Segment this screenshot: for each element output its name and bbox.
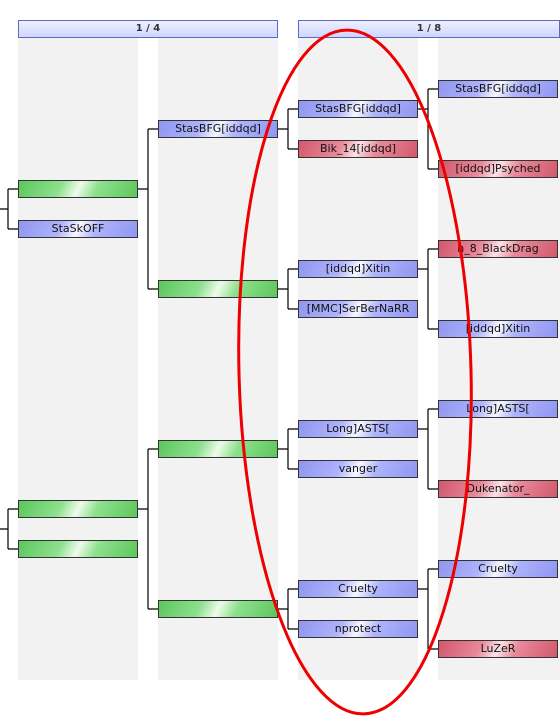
player-slot-sixteenth-7[interactable]: Cruelty (438, 560, 558, 578)
highlight-ellipse (237, 28, 473, 716)
player-slot-sixteenth-3[interactable]: h_8_BlackDrag (438, 240, 558, 258)
player-slot-eighth-3[interactable]: [iddqd]Xitin (298, 260, 418, 278)
connector-left-to-quarter-2 (138, 448, 158, 610)
player-slot-eighth-7[interactable]: Cruelty (298, 580, 418, 598)
connector-quarter-to-eighth-3 (278, 428, 298, 470)
connector-eighth-to-sixteenth-2 (418, 248, 438, 330)
player-slot-sixteenth-2[interactable]: [iddqd]Psyched (438, 160, 558, 178)
player-slot-eighth-2[interactable]: Bik_14[iddqd] (298, 140, 418, 158)
round-header-quarter: 1 / 4 (18, 20, 278, 38)
player-slot-sixteenth-8[interactable]: LuZeR (438, 640, 558, 658)
player-slot-eighth-4[interactable]: [MMC]SerBerNaRR (298, 300, 418, 318)
player-slot-eighth-1[interactable]: StasBFG[iddqd] (298, 100, 418, 118)
player-slot-quarter-1[interactable]: StasBFG[iddqd] (158, 120, 278, 138)
player-slot-quarter-2[interactable] (158, 280, 278, 298)
connector-quarter-to-eighth-4 (278, 588, 298, 630)
player-slot-quarter-3[interactable] (158, 440, 278, 458)
player-slot-left-2[interactable]: StaSkOFF (18, 220, 138, 238)
column-background-quarter (158, 38, 278, 680)
column-background-left (18, 38, 138, 680)
connector-eighth-to-sixteenth-4 (418, 568, 438, 650)
player-slot-left-1[interactable] (18, 180, 138, 198)
player-slot-left-4[interactable] (18, 540, 138, 558)
connector-left-to-quarter-1 (138, 128, 158, 290)
player-slot-eighth-8[interactable]: nprotect (298, 620, 418, 638)
connector-left-bottom (0, 508, 18, 550)
player-slot-eighth-5[interactable]: Long]ASTS[ (298, 420, 418, 438)
player-slot-left-3[interactable] (18, 500, 138, 518)
connector-eighth-to-sixteenth-3 (418, 408, 438, 490)
connector-quarter-to-eighth-1 (278, 108, 298, 150)
connector-quarter-to-eighth-2 (278, 268, 298, 310)
connector-left-top (0, 188, 18, 230)
player-slot-sixteenth-1[interactable]: StasBFG[iddqd] (438, 80, 558, 98)
player-slot-eighth-6[interactable]: vanger (298, 460, 418, 478)
player-slot-sixteenth-5[interactable]: Long]ASTS[ (438, 400, 558, 418)
